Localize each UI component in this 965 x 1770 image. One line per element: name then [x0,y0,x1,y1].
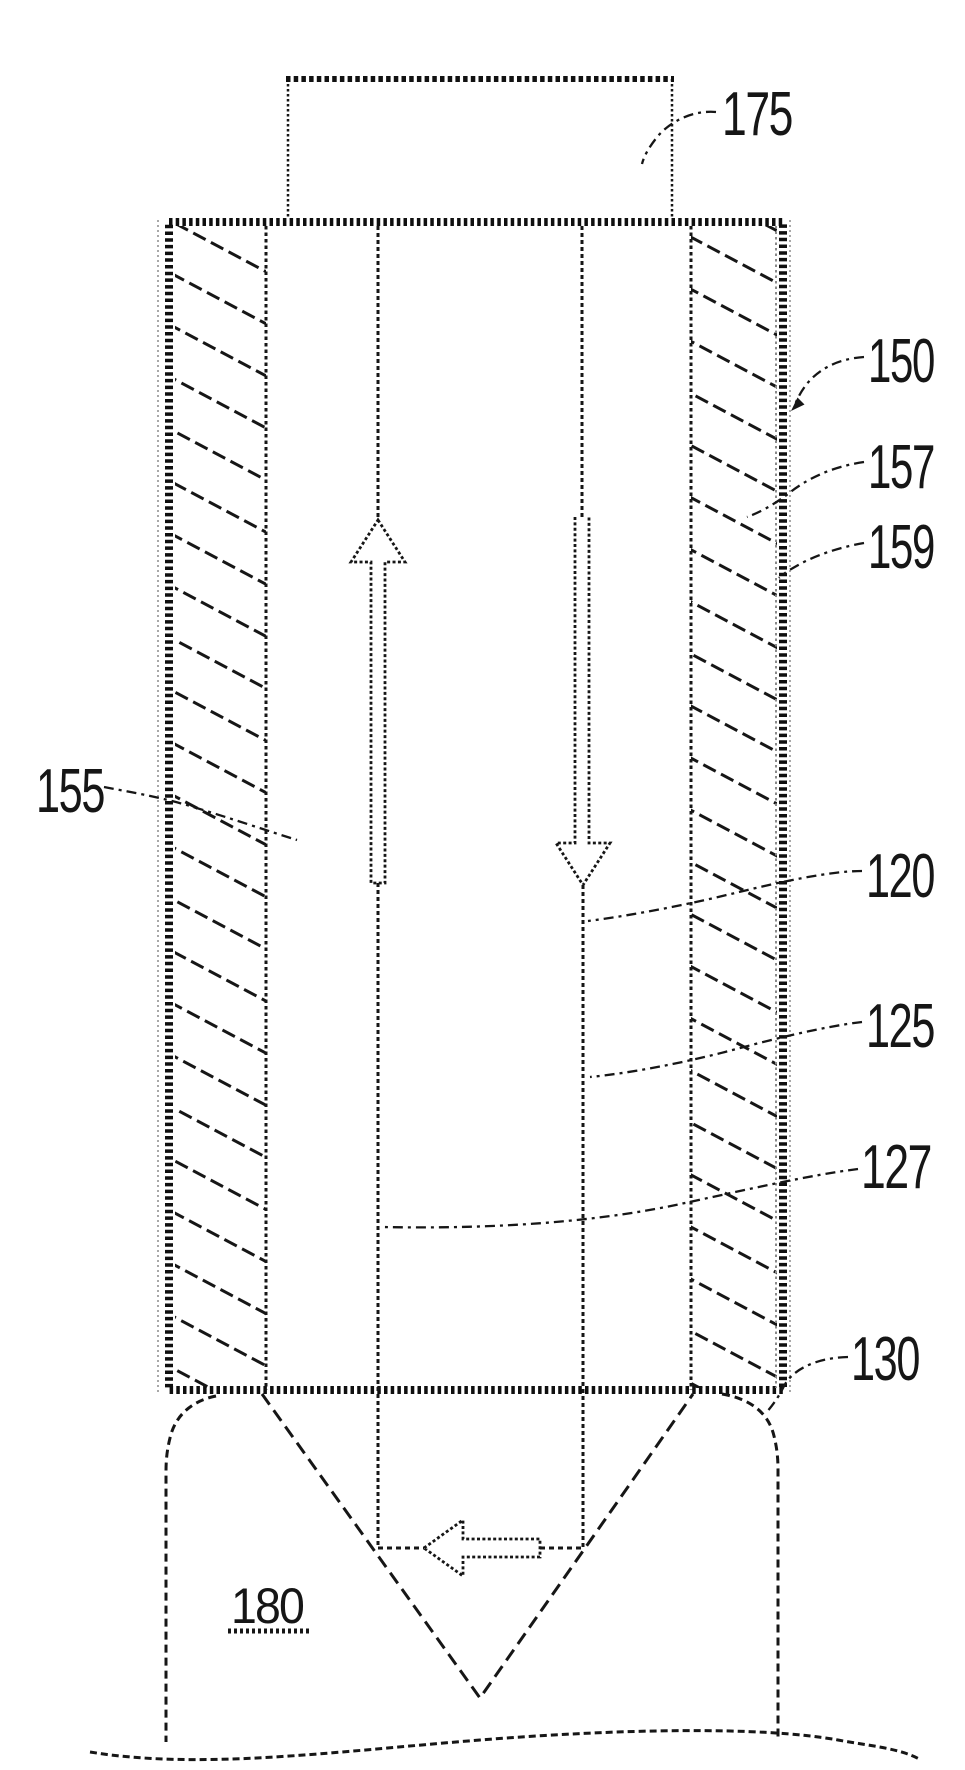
label-127: 127 [861,1133,931,1202]
label-159: 159 [868,513,934,582]
top-connector-block [286,76,674,219]
leader-120 [587,869,863,923]
reference-numerals: 175 150 157 159 155 120 125 127 130 180 [36,80,936,1634]
left-arrow [421,1517,542,1579]
leader-130 [765,1355,849,1414]
label-120: 120 [866,842,934,911]
tool-body [157,218,791,1394]
label-155: 155 [36,757,104,826]
leader-150-arrowhead [791,397,805,411]
left-wall-hatching [175,226,266,1388]
label-157: 157 [868,433,934,502]
bit-left-outline [164,1394,217,1742]
up-arrow [348,517,408,885]
label-125: 125 [866,992,934,1061]
bit-section [89,1392,922,1762]
bit-v-channel [260,1393,695,1701]
label-150: 150 [868,327,934,396]
leader-155 [103,785,298,842]
label-175: 175 [722,80,792,149]
leader-150 [792,355,865,409]
leader-127 [382,1167,859,1229]
leader-157 [746,460,865,519]
right-wall-hatching [691,226,777,1388]
leader-lines [103,110,865,1414]
break-line [89,1729,922,1762]
leader-159 [778,541,865,579]
label-130: 130 [851,1325,919,1394]
bit-right-outline [721,1392,780,1738]
down-arrow [553,517,613,888]
flow-channels [348,226,613,1579]
label-180: 180 [231,1578,303,1634]
leader-125 [589,1020,863,1079]
leader-175 [640,110,717,165]
